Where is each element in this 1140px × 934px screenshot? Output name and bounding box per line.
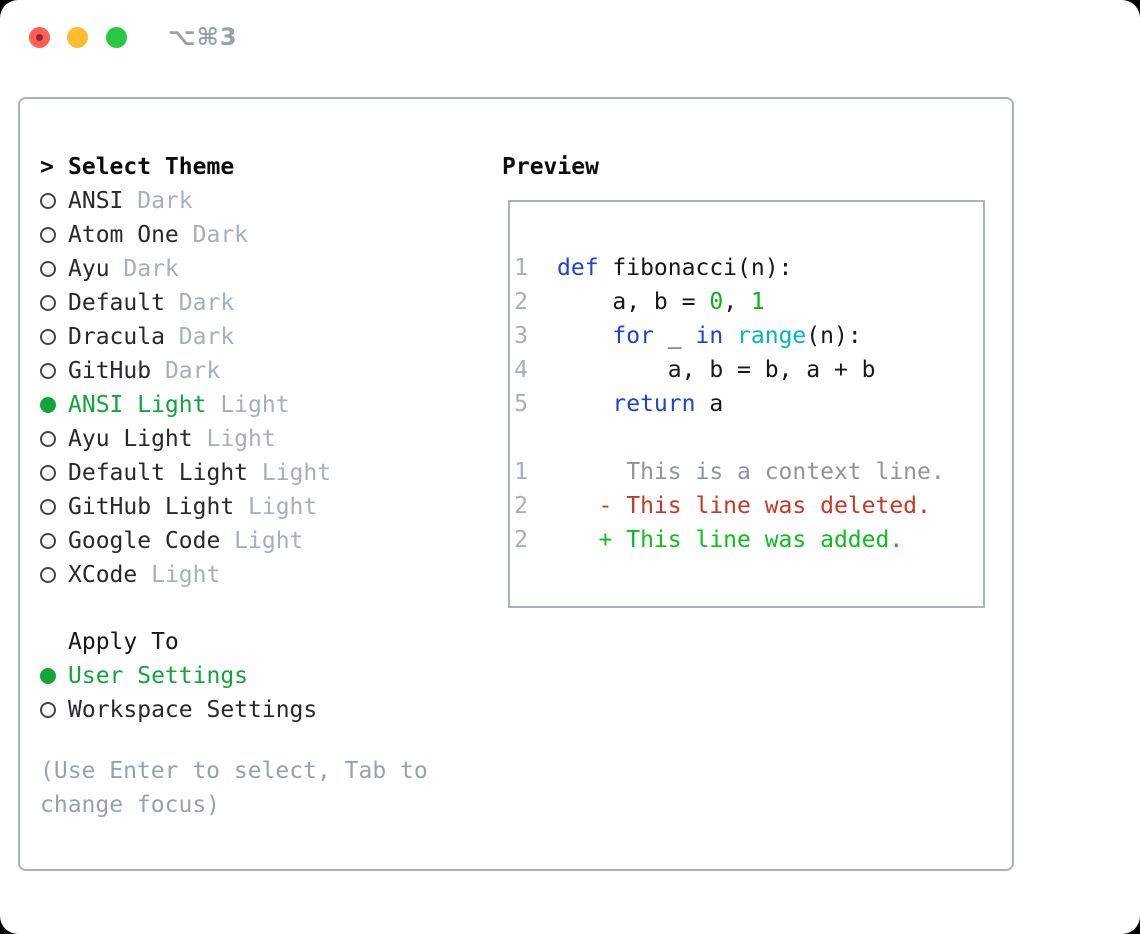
code-text: return a <box>612 391 724 417</box>
radio-icon <box>40 499 56 515</box>
theme-option-dracula[interactable]: Dracula Dark <box>40 320 460 354</box>
window-shortcut-label: ⌥⌘3 <box>168 23 238 51</box>
line-number: 1 <box>514 459 528 485</box>
theme-option-variant: Light <box>234 528 304 554</box>
hint-text: (Use Enter to select, Tab to change focu… <box>40 758 428 818</box>
theme-option-name: ANSI Light <box>68 392 207 418</box>
code-text: def fibonacci(n): <box>557 255 793 281</box>
theme-option-variant: Dark <box>123 256 179 282</box>
theme-option-variant: Dark <box>137 188 193 214</box>
preview-line: 1 def fibonacci(n): <box>510 251 983 285</box>
theme-option-name: Default Light <box>68 460 249 486</box>
apply-to-section: Apply To User Settings Workspace Setting… <box>40 625 460 727</box>
minimize-button[interactable] <box>67 27 88 48</box>
line-number: 2 <box>514 527 528 553</box>
close-dot-icon <box>36 34 43 41</box>
preview-line: 3 for _ in range(n): <box>510 319 983 353</box>
theme-option-name: GitHub <box>68 358 152 384</box>
theme-option-name: Ayu Light <box>68 426 193 452</box>
code-text: a, b = b, a + b <box>557 357 876 383</box>
theme-option-ayu[interactable]: Ayu Dark <box>40 252 460 286</box>
code-text: - This line was deleted. <box>557 493 931 519</box>
code-text: This is a context line. <box>557 459 945 485</box>
preview-line: 4 a, b = b, a + b <box>510 353 983 387</box>
apply-to-list: User Settings Workspace Settings <box>40 659 460 727</box>
preview-line <box>510 421 983 455</box>
theme-option-variant: Light <box>151 562 221 588</box>
apply-to-title: Apply To <box>68 629 179 655</box>
radio-icon <box>40 193 56 209</box>
theme-option-variant: Light <box>261 460 332 486</box>
preview-line: 2 + This line was added. <box>510 523 983 557</box>
line-number: 2 <box>514 493 528 519</box>
radio-icon <box>40 465 56 481</box>
fullscreen-button[interactable] <box>106 27 127 48</box>
theme-option-default[interactable]: Default Dark <box>40 286 460 320</box>
theme-option-github[interactable]: GitHub Dark <box>40 354 460 388</box>
line-number: 2 <box>514 289 528 315</box>
code-text: a, b = 0, 1 <box>557 289 765 315</box>
line-number: 4 <box>514 357 528 383</box>
preview-line: 2 - This line was deleted. <box>510 489 983 523</box>
theme-option-variant: Dark <box>178 290 235 316</box>
theme-option-variant: Dark <box>178 324 235 350</box>
radio-icon <box>40 261 56 277</box>
apply-to-header: Apply To <box>40 625 460 659</box>
theme-option-name: XCode <box>68 562 138 588</box>
theme-option-xcode[interactable]: XCode Light <box>40 558 460 592</box>
theme-option-ansi-light[interactable]: ANSI Light Light <box>40 388 460 422</box>
theme-option-atom-one[interactable]: Atom One Dark <box>40 218 460 252</box>
code-text: for _ in range(n): <box>612 323 862 349</box>
apply-option-workspace-settings[interactable]: Workspace Settings <box>40 693 460 727</box>
code-text: + This line was added. <box>557 527 904 553</box>
theme-option-name: Dracula <box>68 324 165 350</box>
theme-option-name: ANSI <box>68 188 124 214</box>
preview-line: 5 return a <box>510 387 983 421</box>
theme-option-name: GitHub Light <box>68 494 235 520</box>
close-button[interactable] <box>29 27 50 48</box>
radio-icon <box>40 431 56 447</box>
line-number: 3 <box>514 323 528 349</box>
theme-option-name: Google Code <box>68 528 221 554</box>
apply-option-user-settings[interactable]: User Settings <box>40 659 460 693</box>
radio-icon <box>40 567 56 583</box>
radio-icon <box>40 363 56 379</box>
theme-option-google-code[interactable]: Google Code Light <box>40 524 460 558</box>
theme-option-variant: Light <box>248 494 318 520</box>
apply-option-label: Workspace Settings <box>68 697 318 723</box>
line-number: 1 <box>514 255 528 281</box>
preview-line: 1 This is a context line. <box>510 455 983 489</box>
theme-option-ansi[interactable]: ANSI Dark <box>40 184 460 218</box>
line-number: 5 <box>514 391 528 417</box>
titlebar: ⌥⌘3 <box>0 0 1140 72</box>
theme-option-github-light[interactable]: GitHub Light Light <box>40 490 460 524</box>
prompt-icon: > <box>40 154 54 180</box>
select-theme-header: > Select Theme <box>40 150 460 184</box>
radio-icon <box>40 329 56 345</box>
preview-header: Preview <box>502 154 599 180</box>
apply-option-label: User Settings <box>68 663 249 689</box>
theme-option-ayu-light[interactable]: Ayu Light Light <box>40 422 460 456</box>
radio-icon <box>40 533 56 549</box>
radio-icon <box>40 227 56 243</box>
theme-option-default-light[interactable]: Default Light Light <box>40 456 460 490</box>
theme-option-variant: Dark <box>164 358 221 384</box>
radio-icon <box>40 668 56 684</box>
theme-option-variant: Light <box>206 426 276 452</box>
theme-option-name: Atom One <box>68 222 179 248</box>
radio-icon <box>40 702 56 718</box>
theme-option-variant: Light <box>220 392 290 418</box>
theme-option-name: Default <box>68 290 165 316</box>
select-theme-title: Select Theme <box>68 154 235 180</box>
radio-icon <box>40 397 56 413</box>
theme-option-variant: Dark <box>192 222 249 248</box>
theme-option-name: Ayu <box>68 256 110 282</box>
preview-line: 2 a, b = 0, 1 <box>510 285 983 319</box>
radio-icon <box>40 295 56 311</box>
